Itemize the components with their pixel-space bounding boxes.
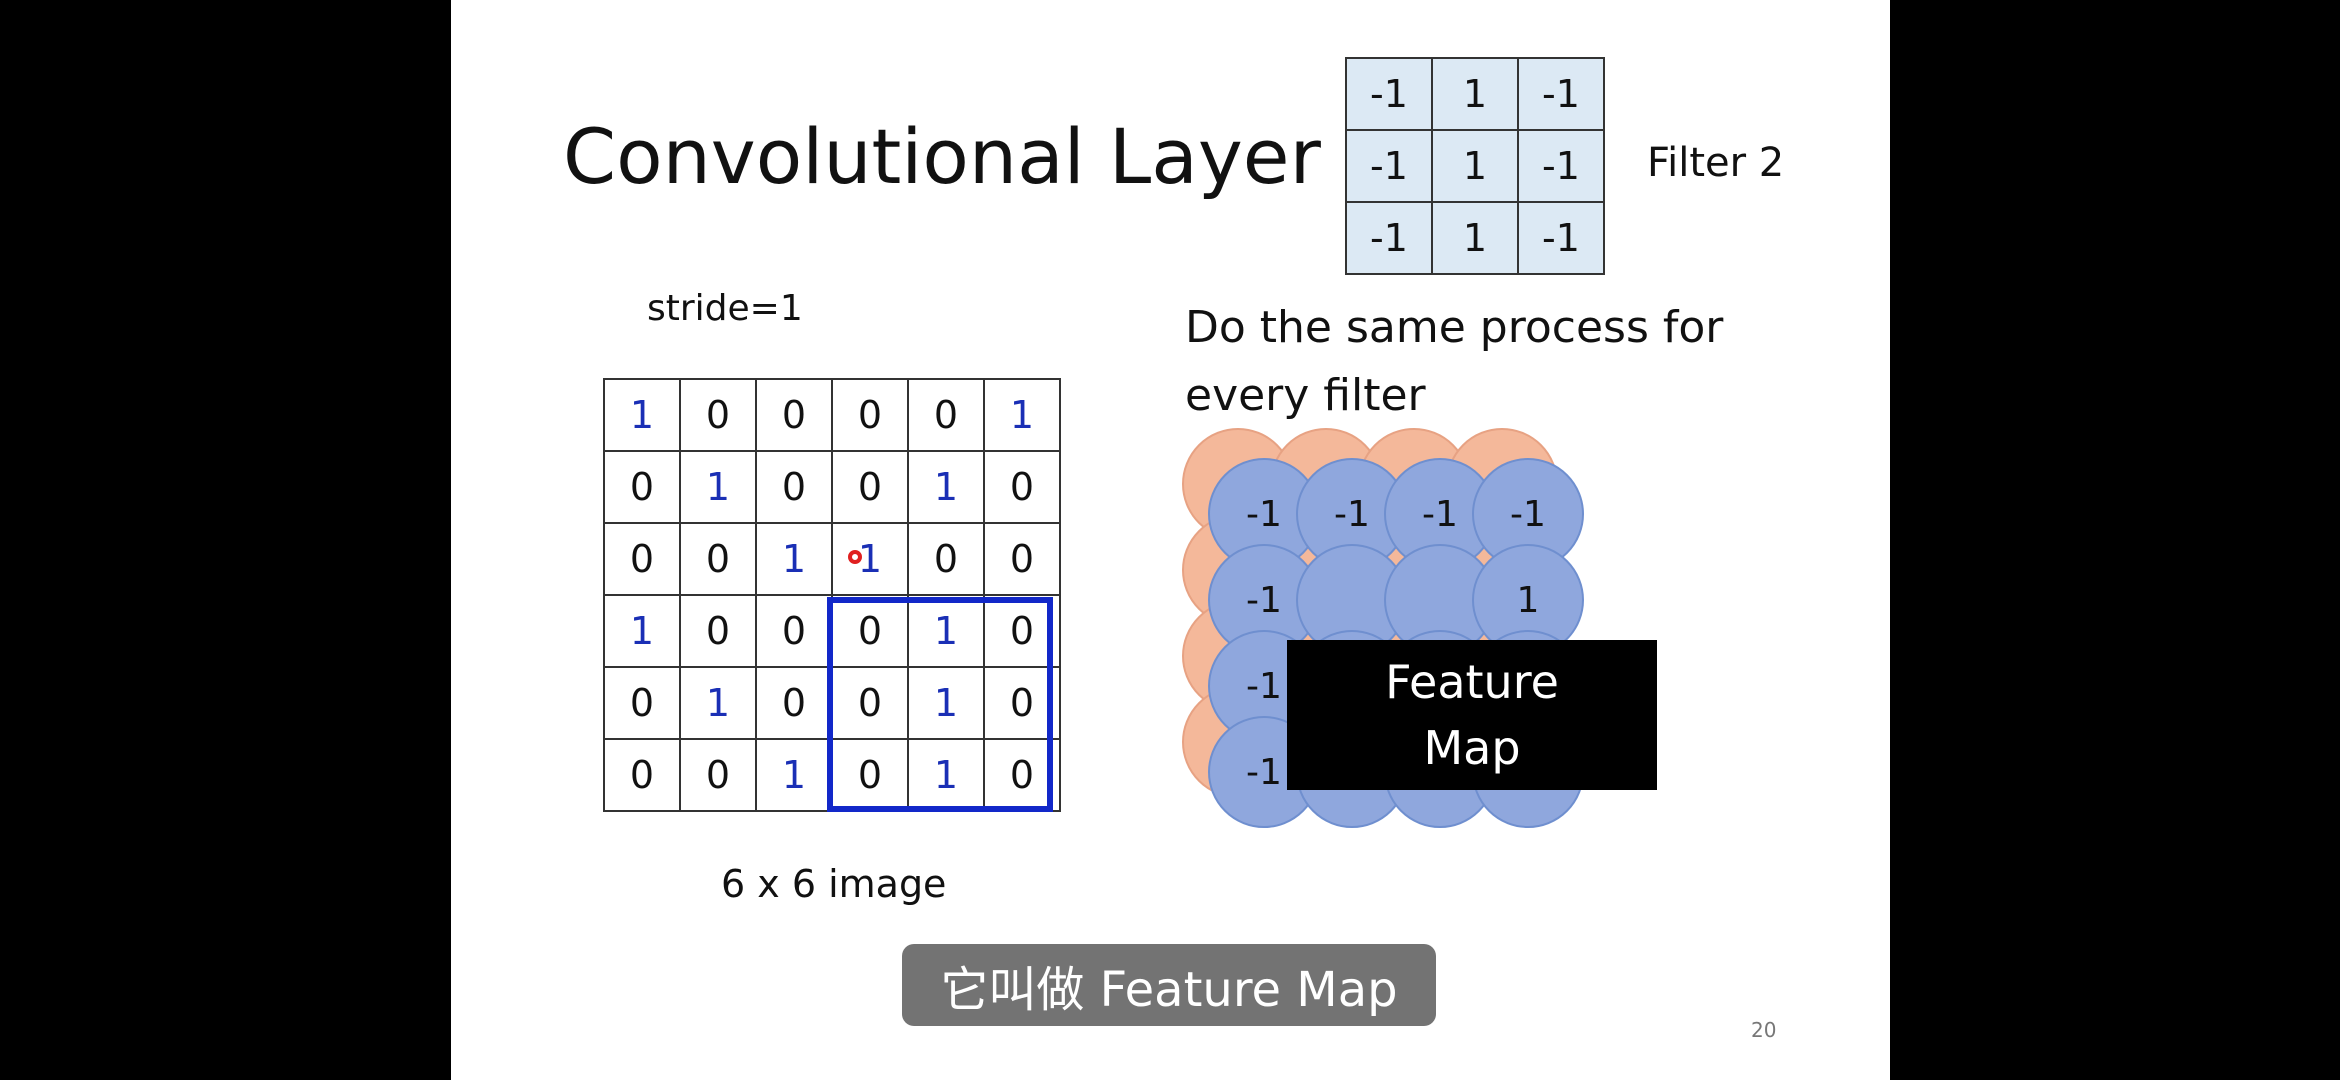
- image-cell: 0: [985, 524, 1059, 594]
- image-cell: 0: [833, 596, 907, 666]
- image-cell: 0: [605, 524, 679, 594]
- image-cell: 1: [757, 740, 831, 810]
- image-cell: 0: [605, 740, 679, 810]
- filter-cell: -1: [1519, 59, 1603, 129]
- image-cell: 0: [757, 596, 831, 666]
- image-cell: 0: [757, 452, 831, 522]
- filter-cell: -1: [1519, 131, 1603, 201]
- image-cell: 0: [833, 452, 907, 522]
- image-cell: 1: [757, 524, 831, 594]
- image-cell: 0: [985, 668, 1059, 738]
- image-cell: 1: [909, 452, 983, 522]
- filter-cell: -1: [1347, 59, 1431, 129]
- filter-label: Filter 2: [1647, 140, 1785, 186]
- image-caption: 6 x 6 image: [721, 862, 947, 906]
- image-cell: 0: [833, 380, 907, 450]
- image-cell: 0: [833, 740, 907, 810]
- image-cell: 0: [605, 668, 679, 738]
- slide-title: Convolutional Layer: [563, 112, 1321, 201]
- image-cell: 0: [985, 740, 1059, 810]
- image-cell: 1: [605, 596, 679, 666]
- image-cell: 0: [909, 524, 983, 594]
- image-cell: 0: [833, 668, 907, 738]
- feature-map-value: 1: [1472, 544, 1584, 656]
- overlay-line-2: Map: [1423, 721, 1521, 775]
- image-cell: 0: [681, 524, 755, 594]
- page-number: 20: [1751, 1018, 1777, 1042]
- image-cell: 0: [681, 596, 755, 666]
- image-cell: 0: [681, 380, 755, 450]
- image-cell: 1: [909, 668, 983, 738]
- image-cell: 1: [605, 380, 679, 450]
- description-text: Do the same process for every filter: [1185, 302, 1724, 421]
- filter-cell: 1: [1433, 59, 1517, 129]
- pointer-cursor-icon: [848, 550, 862, 564]
- image-cell: 0: [757, 668, 831, 738]
- image-cell: 1: [909, 740, 983, 810]
- image-cell: 1: [985, 380, 1059, 450]
- image-cell: 0: [757, 380, 831, 450]
- image-cell: 0: [985, 452, 1059, 522]
- filter-cell: 1: [1433, 131, 1517, 201]
- image-cell: 0: [681, 740, 755, 810]
- image-cell: 1: [833, 524, 907, 594]
- image-cell: 0: [605, 452, 679, 522]
- image-cell: 1: [909, 596, 983, 666]
- feature-map-overlay: Feature Map: [1287, 640, 1657, 790]
- overlay-line-1: Feature: [1385, 655, 1559, 709]
- filter-cell: -1: [1347, 203, 1431, 273]
- filter-cell: 1: [1433, 203, 1517, 273]
- image-cell: 1: [681, 452, 755, 522]
- stride-label: stride=1: [647, 288, 803, 329]
- filter-cell: -1: [1347, 131, 1431, 201]
- image-cell: 1: [681, 668, 755, 738]
- filter-cell: -1: [1519, 203, 1603, 273]
- image-cell: 0: [909, 380, 983, 450]
- video-subtitle: 它叫做 Feature Map: [902, 944, 1436, 1026]
- image-cell: 0: [985, 596, 1059, 666]
